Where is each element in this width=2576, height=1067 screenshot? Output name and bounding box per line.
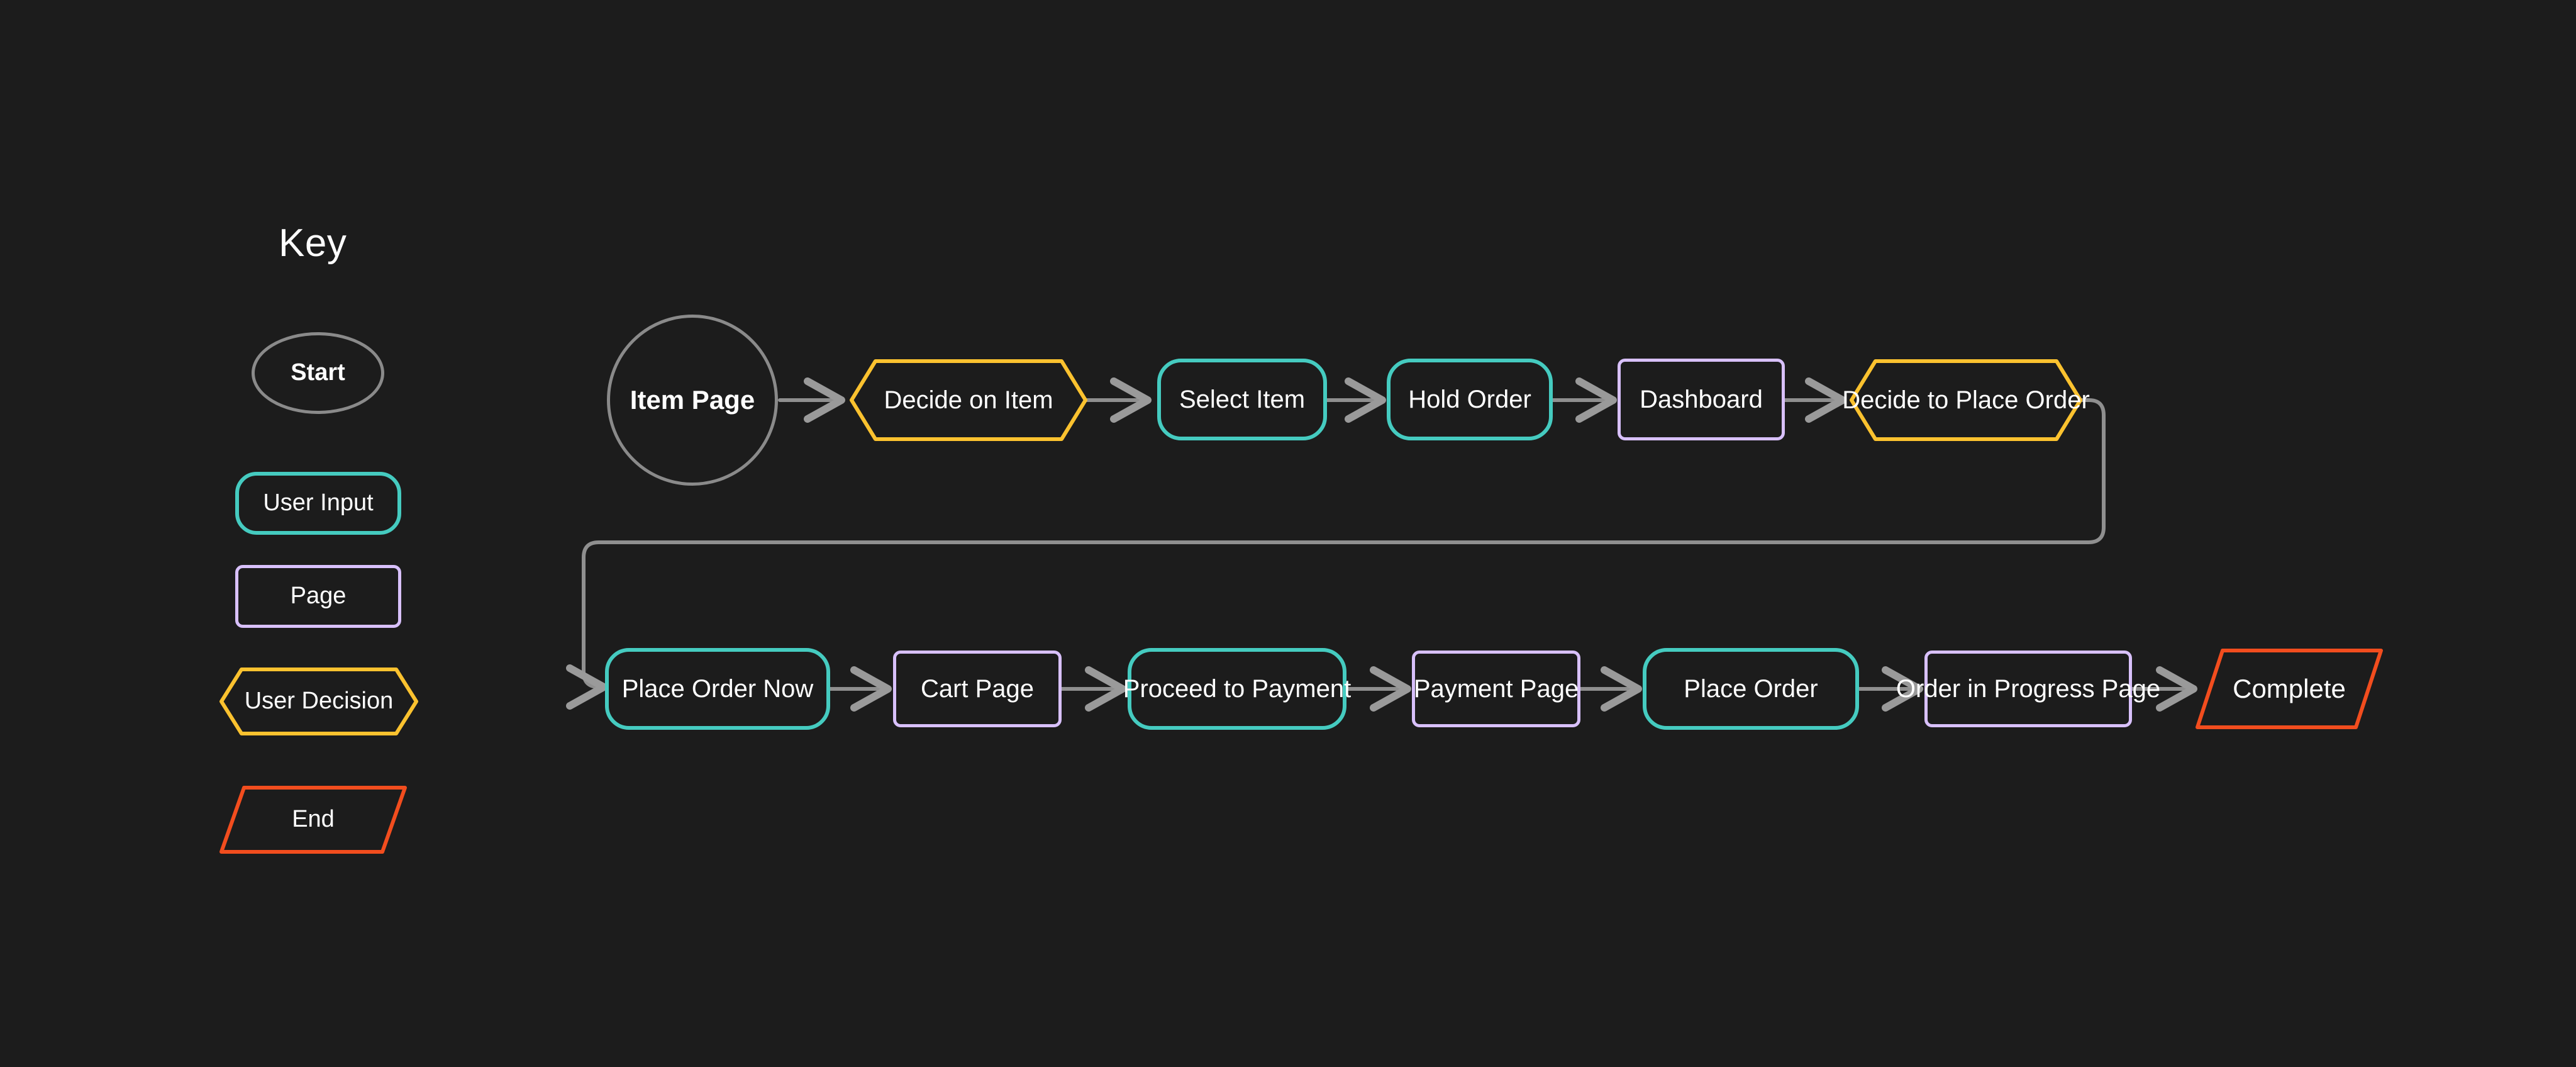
node-cart-page[interactable]: Cart Page — [893, 651, 1062, 727]
node-dashboard-label: Dashboard — [1640, 386, 1763, 413]
node-payment-page-label: Payment Page — [1413, 675, 1579, 703]
node-complete[interactable]: Complete — [2195, 648, 2384, 730]
parallelogram-shape — [2196, 649, 2383, 729]
node-decide-to-place-order-label: Decide to Place Order — [1842, 386, 2090, 414]
node-place-order[interactable]: Place Order — [1643, 648, 1859, 730]
node-decide-on-item[interactable]: Decide on Item — [849, 359, 1088, 442]
node-item-page[interactable]: Item Page — [607, 315, 778, 486]
node-dashboard[interactable]: Dashboard — [1618, 359, 1785, 440]
hexagon-shape — [850, 359, 1087, 441]
key-item-start-label: Start — [291, 359, 345, 386]
key-item-user-decision: User Decision — [219, 667, 419, 736]
node-select-item[interactable]: Select Item — [1157, 359, 1327, 440]
key-item-end: End — [219, 785, 408, 854]
key-item-start: Start — [252, 332, 384, 414]
node-cart-page-label: Cart Page — [920, 675, 1035, 703]
node-order-in-progress-page[interactable]: Order in Progress Page — [1896, 651, 2160, 727]
key-item-user-input-label: User Input — [263, 489, 374, 517]
key-item-user-decision-label: User Decision — [244, 688, 394, 715]
key-item-page-label: Page — [290, 583, 347, 610]
node-place-order-label: Place Order — [1684, 675, 1818, 703]
node-place-order-now-label: Place Order Now — [621, 675, 814, 703]
hexagon-shape — [219, 668, 418, 735]
node-decide-to-place-order[interactable]: Decide to Place Order — [1842, 359, 2090, 442]
node-select-item-label: Select Item — [1179, 386, 1306, 413]
node-hold-order-label: Hold Order — [1408, 386, 1531, 413]
node-decide-on-item-label: Decide on Item — [884, 386, 1053, 414]
key-title: Key — [279, 221, 347, 265]
node-proceed-to-payment[interactable]: Proceed to Payment — [1123, 648, 1351, 730]
edge-decide-to-place-order-to-place-order-now — [566, 398, 2106, 710]
node-proceed-to-payment-label: Proceed to Payment — [1123, 675, 1352, 703]
node-place-order-now[interactable]: Place Order Now — [605, 648, 830, 730]
parallelogram-shape — [219, 786, 407, 854]
node-hold-order[interactable]: Hold Order — [1387, 359, 1553, 440]
hexagon-shape — [1850, 359, 2082, 441]
node-order-in-progress-page-label: Order in Progress Page — [1896, 675, 2161, 703]
key-item-end-label: End — [292, 806, 335, 833]
node-complete-label: Complete — [2233, 673, 2346, 703]
node-item-page-label: Item Page — [630, 384, 755, 415]
key-item-page: Page — [235, 565, 401, 628]
node-payment-page[interactable]: Payment Page — [1412, 651, 1580, 727]
key-item-user-input: User Input — [235, 472, 401, 535]
